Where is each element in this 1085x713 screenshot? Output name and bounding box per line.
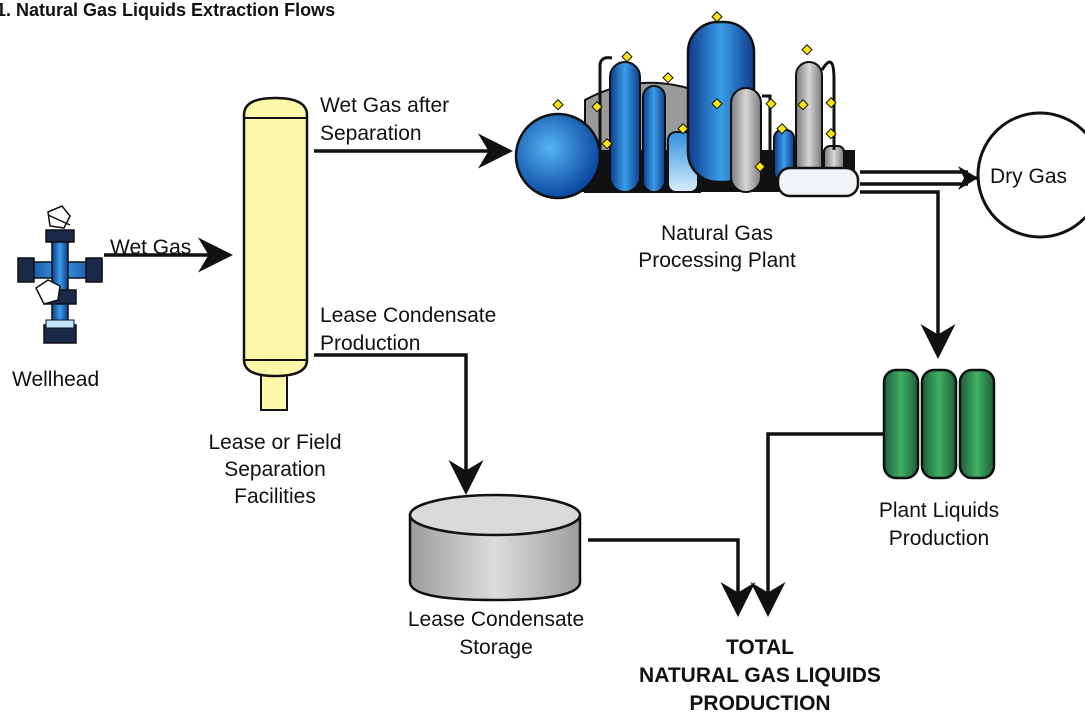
svg-text:NATURAL GAS LIQUIDS: NATURAL GAS LIQUIDS (639, 664, 881, 687)
wet-gas-label: Wet Gas (110, 236, 191, 259)
storage-to-total-arrow (588, 538, 756, 617)
lease-condensate-production-label: Lease Condensate Production (320, 304, 496, 355)
plant-liquids-vessels (882, 368, 996, 480)
svg-text:TOTAL: TOTAL (726, 636, 794, 659)
lease-condensate-storage-label: Lease Condensate Storage (408, 608, 584, 659)
processing-plant (514, 11, 860, 200)
svg-text:Natural Gas: Natural Gas (661, 222, 773, 245)
processing-plant-label: Natural Gas Processing Plant (638, 222, 796, 272)
svg-text:Facilities: Facilities (234, 485, 316, 508)
svg-text:Lease or Field: Lease or Field (208, 431, 341, 454)
dry-gas-node (976, 111, 1085, 239)
separator-label: Lease or Field Separation Facilities (208, 431, 341, 508)
svg-text:Processing Plant: Processing Plant (638, 249, 796, 272)
svg-text:Production: Production (320, 332, 420, 355)
dry-gas-arrow (860, 166, 980, 190)
svg-text:Lease Condensate: Lease Condensate (320, 304, 496, 327)
wellhead-label: Wellhead (12, 368, 99, 391)
dry-gas-label: Dry Gas (990, 165, 1067, 188)
svg-text:Storage: Storage (459, 636, 533, 659)
plant-liquids-label: Plant Liquids Production (879, 499, 999, 550)
separator-vessel (242, 96, 309, 411)
svg-text:Wet Gas after: Wet Gas after (320, 94, 449, 117)
lease-condensate-arrow (314, 353, 484, 495)
svg-text:Separation: Separation (224, 458, 326, 481)
svg-text:PRODUCTION: PRODUCTION (689, 692, 830, 713)
svg-text:Lease Condensate: Lease Condensate (408, 608, 584, 631)
wet-gas-after-separation-label: Wet Gas after Separation (320, 94, 449, 145)
svg-text:Production: Production (889, 527, 989, 550)
svg-text:Plant Liquids: Plant Liquids (879, 499, 999, 522)
lease-condensate-storage-tank (408, 493, 582, 602)
total-ngl-production-label: TOTAL NATURAL GAS LIQUIDS PRODUCTION (639, 636, 881, 713)
diagram-title: 1. Natural Gas Liquids Extraction Flows (0, 0, 335, 20)
svg-text:Separation: Separation (320, 122, 422, 145)
plant-liquids-to-total-arrow (750, 432, 884, 617)
wellhead-icon (17, 205, 103, 344)
plant-liquids-arrow (860, 190, 956, 359)
